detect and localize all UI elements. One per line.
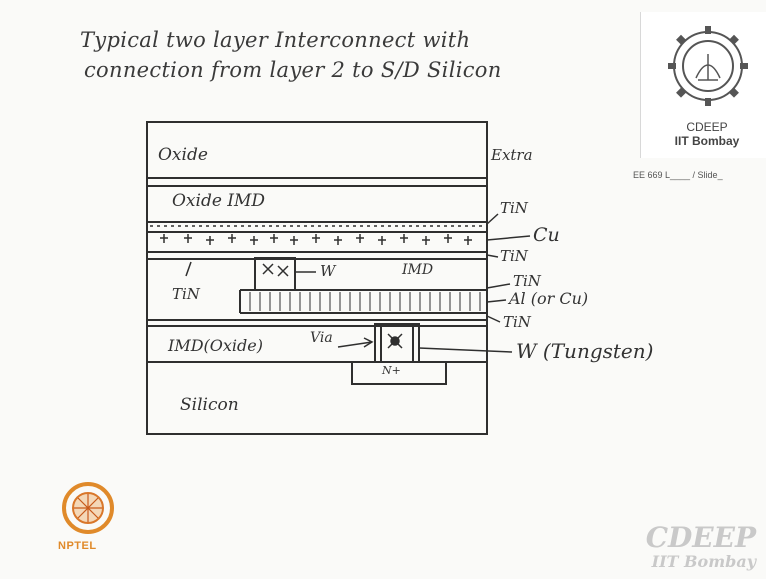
nptel-label: NPTEL	[58, 540, 97, 552]
logo-cdeep-text: CDEEP	[662, 120, 752, 134]
upper-w-fill	[263, 264, 288, 276]
cdeep-watermark: CDEEP IIT Bombay	[646, 523, 756, 571]
label-w-small: W	[320, 262, 335, 280]
label-n-plus: N+	[382, 364, 401, 377]
label-oxide-top: Oxide	[158, 145, 208, 165]
watermark-line-1: CDEEP	[646, 523, 756, 553]
label-imd-mid: IMD	[402, 262, 433, 278]
leader-lines	[186, 214, 530, 352]
upper-w-plug	[255, 258, 295, 290]
cu-marks	[160, 234, 472, 245]
logo-caption: CDEEP IIT Bombay	[662, 120, 752, 148]
callout-w-tungsten: W (Tungsten)	[516, 339, 653, 363]
slide-reference: EE 669 L____ / Slide_	[633, 170, 723, 180]
label-extra: Extra	[491, 146, 533, 164]
label-via: Via	[310, 330, 333, 346]
watermark-line-2: IIT Bombay	[646, 553, 756, 571]
label-tin-left: TiN	[172, 285, 200, 303]
al-hatching	[250, 292, 480, 311]
callout-tin-2: TiN	[500, 247, 528, 265]
lower-via-fill	[388, 334, 402, 348]
callout-tin-4: TiN	[503, 313, 531, 331]
iit-gear-logo-icon	[666, 18, 750, 114]
callout-cu: Cu	[533, 224, 560, 246]
callout-tin-1: TiN	[500, 199, 528, 217]
diagram-outline	[147, 122, 487, 434]
callout-al-or-cu: Al (or Cu)	[509, 289, 588, 308]
label-imd-oxide: IMD(Oxide)	[168, 336, 263, 355]
callout-tin-3: TiN	[513, 272, 541, 290]
logo-iit-text: IIT Bombay	[662, 134, 752, 148]
nptel-logo-icon	[60, 480, 116, 538]
label-silicon: Silicon	[180, 395, 239, 415]
label-oxide-imd: Oxide IMD	[172, 191, 265, 211]
